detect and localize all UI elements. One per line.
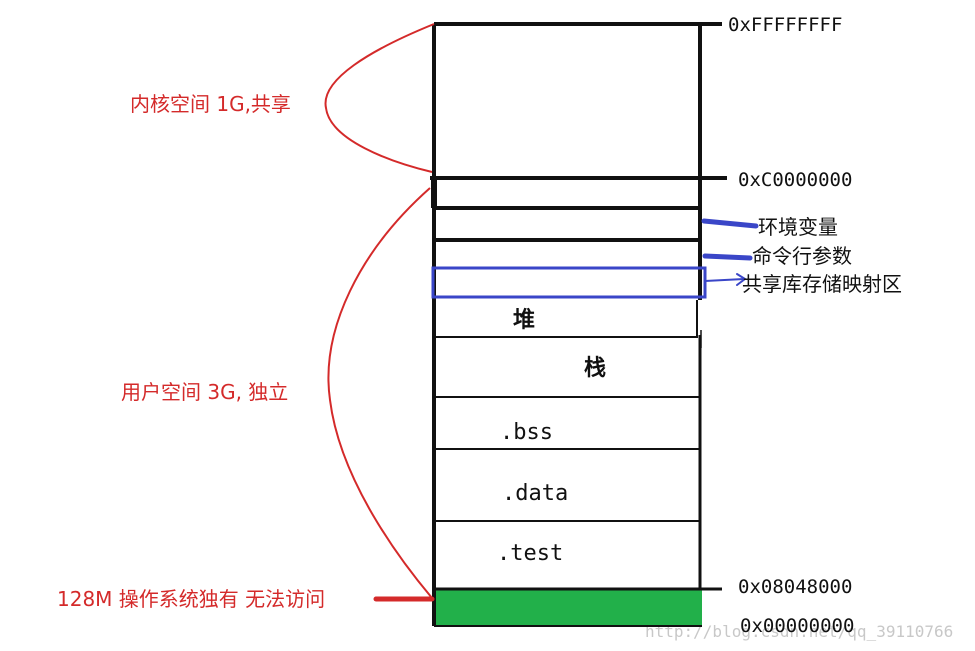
segment-dividers <box>430 22 727 591</box>
segment-text: .test <box>497 541 563 566</box>
segment-stack: 栈 <box>584 356 606 381</box>
shared-lib-box <box>431 266 707 299</box>
addr-kernel-start: 0xC0000000 <box>738 169 852 191</box>
shared-lib-arrowhead <box>736 273 747 286</box>
region-reserved: 128M 操作系统独有 无法访问 <box>57 587 325 611</box>
region-kernel: 内核空间 1G,共享 <box>130 92 291 116</box>
annotation-shared-lib: 共享库存储映射区 <box>742 272 902 296</box>
reserved-block <box>434 589 702 625</box>
user-brace <box>327 187 433 599</box>
annotation-env: 环境变量 <box>758 215 838 239</box>
segment-bss: .bss <box>500 420 553 445</box>
memory-column <box>432 24 702 627</box>
env-pointer <box>701 218 759 229</box>
addr-text-start: 0x08048000 <box>738 576 852 598</box>
region-user: 用户空间 3G, 独立 <box>121 380 288 404</box>
watermark: http://blog.csdn.net/qq_39110766 <box>645 622 953 641</box>
annotation-cmdline: 命令行参数 <box>752 244 852 268</box>
addr-bottom: 0x00000000 <box>740 615 854 637</box>
kernel-brace <box>324 23 435 173</box>
segment-data: .data <box>502 481 568 506</box>
segment-heap: 堆 <box>513 308 535 333</box>
addr-top: 0xFFFFFFFF <box>728 14 842 36</box>
annotation-pointers <box>701 218 759 286</box>
shared-lib-arrow <box>704 278 745 282</box>
cmdline-pointer <box>702 253 753 261</box>
